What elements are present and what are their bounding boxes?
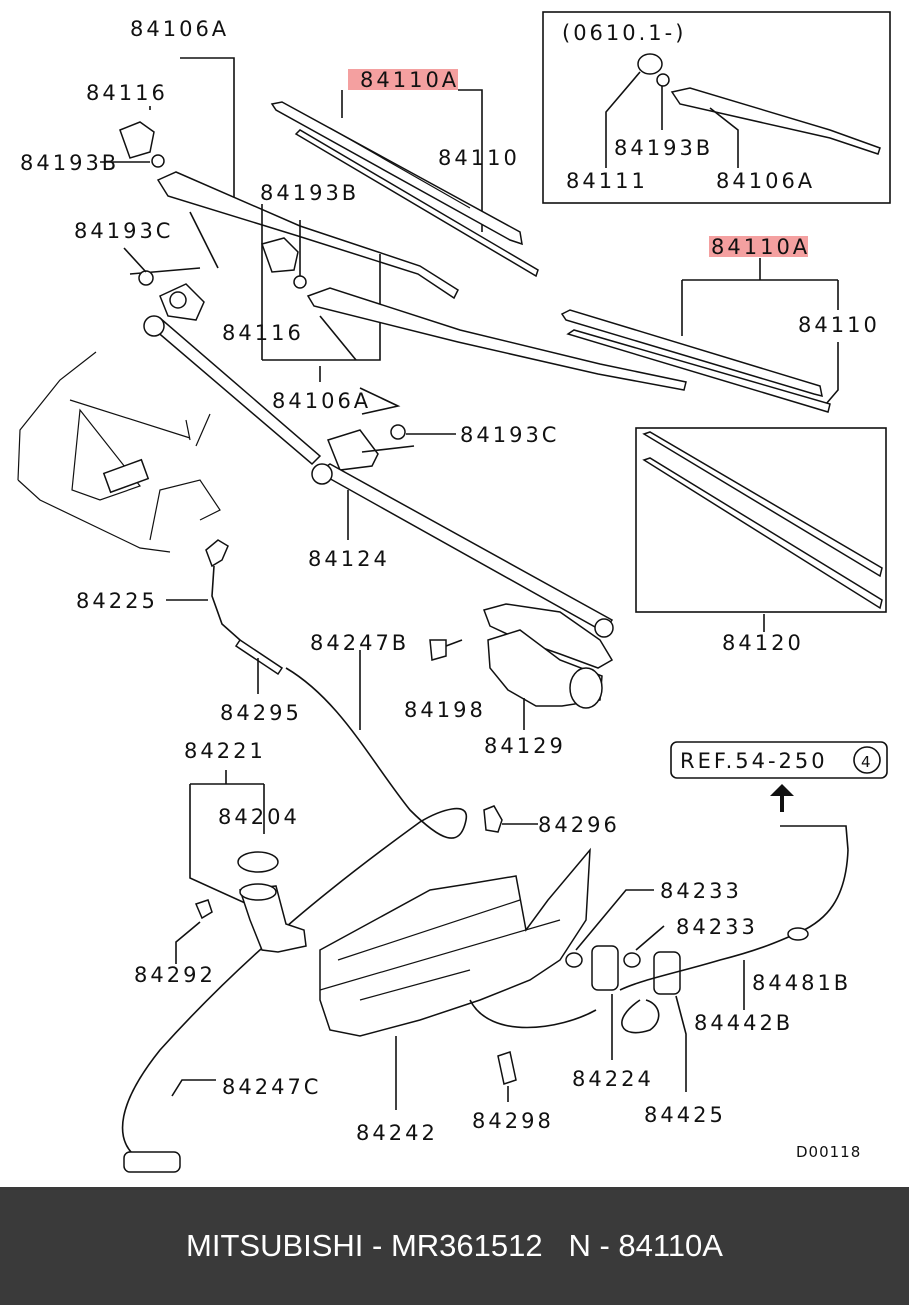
label-84129: 84129 <box>484 734 566 758</box>
inset-arm <box>670 87 881 155</box>
label-84233: 84233 <box>660 879 742 903</box>
label-84110: 84110 <box>798 313 880 337</box>
label-84233: 84233 <box>676 915 758 939</box>
refill-strip-1 <box>642 431 883 578</box>
washer-tank <box>319 847 591 1037</box>
label-84110: 84110 <box>438 146 520 170</box>
parts-diagram: 84106A 84116 84193B 84193C 84110A 84110 … <box>17 11 891 1173</box>
label-84106A: 84106A <box>272 389 371 413</box>
grommet-1 <box>565 952 583 968</box>
refill-box-frame <box>635 427 887 613</box>
label-84221: 84221 <box>184 739 266 763</box>
label-84298: 84298 <box>472 1109 554 1133</box>
pivot-cap-middle <box>261 237 299 273</box>
label-84193C: 84193C <box>460 423 559 447</box>
nut-middle <box>293 275 307 289</box>
hose-84247B <box>121 667 467 1169</box>
left-wiper-arm <box>156 171 459 300</box>
label-84193C: 84193C <box>74 219 173 243</box>
label-ref: REF.54-250 <box>680 749 828 773</box>
hose-end <box>123 1151 181 1173</box>
label-84106A: 84106A <box>130 17 229 41</box>
label-0610: (0610.1-) <box>562 21 686 45</box>
upper-wiper-refill <box>294 129 539 278</box>
hose-84247C <box>469 999 597 1029</box>
lower-wiper-refill <box>566 329 831 413</box>
nut-84193C-left <box>138 270 154 286</box>
lower-wiper-blade <box>560 309 823 398</box>
label-84247C: 84247C <box>222 1075 321 1099</box>
car-silhouette <box>17 351 221 553</box>
pivot-cap-upper <box>119 121 155 159</box>
nut-84292 <box>194 899 213 920</box>
right-wiper-arm <box>306 287 687 391</box>
ref-box <box>670 741 888 779</box>
label-84193B: 84193B <box>614 136 713 160</box>
highlight-84110A-upper <box>348 69 458 90</box>
label-diagram-id: D00118 <box>796 1143 861 1161</box>
label-84120: 84120 <box>722 631 804 655</box>
label-84295: 84295 <box>220 701 302 725</box>
wiper-motor-bracket <box>483 603 614 669</box>
inset-cap <box>637 53 663 75</box>
label-84204: 84204 <box>218 805 300 829</box>
car-linkage-detail <box>102 458 150 494</box>
filler-cap <box>237 851 279 873</box>
footer-part-text: MITSUBISHI - MR361512 N - 84110A <box>186 1228 723 1263</box>
label-84106A: 84106A <box>716 169 815 193</box>
footer-banner: MITSUBISHI - MR361512 N - 84110A <box>0 1187 909 1305</box>
label-84193B: 84193B <box>260 181 359 205</box>
label-84481B: 84481B <box>752 971 851 995</box>
washer-nozzle <box>205 539 229 568</box>
label-84224: 84224 <box>572 1067 654 1091</box>
label-84242: 84242 <box>356 1121 438 1145</box>
label-84247B: 84247B <box>310 631 409 655</box>
label-84193B: 84193B <box>20 151 119 175</box>
filler-neck <box>238 885 307 953</box>
label-84116: 84116 <box>86 81 168 105</box>
grommet-84481B <box>787 927 809 941</box>
nut-84193C-center <box>390 424 406 440</box>
grommet-2 <box>623 952 641 968</box>
label-84110A-highlighted: 84110A <box>360 68 459 92</box>
label-84111: 84111 <box>566 169 648 193</box>
label-84124: 84124 <box>308 547 390 571</box>
ref-arrow <box>770 784 794 812</box>
bolt-84198 <box>429 639 447 661</box>
label-84225: 84225 <box>76 589 158 613</box>
bolt-84298 <box>497 1051 517 1085</box>
pivot-bracket-center <box>327 429 379 471</box>
label-84116: 84116 <box>222 321 304 345</box>
upper-wiper-blade <box>270 101 523 246</box>
washer-pump-2 <box>653 951 681 995</box>
label-84425: 84425 <box>644 1103 726 1127</box>
nut-upper-left <box>151 154 165 168</box>
label-ref-number: 4 <box>861 753 872 771</box>
label-84296: 84296 <box>538 813 620 837</box>
label-84442B: 84442B <box>694 1011 793 1035</box>
clip-84296 <box>483 805 503 833</box>
label-84198: 84198 <box>404 698 486 722</box>
label-84292: 84292 <box>134 963 216 987</box>
inset-frame <box>542 11 891 204</box>
washer-pump-1 <box>591 945 619 991</box>
refill-strip-2 <box>642 457 883 610</box>
highlight-84110A-lower <box>709 236 808 257</box>
inset-nut <box>656 73 670 87</box>
hose-84442B <box>619 849 849 991</box>
label-84110A-highlighted: 84110A <box>711 235 810 259</box>
hose-connector <box>234 638 284 676</box>
